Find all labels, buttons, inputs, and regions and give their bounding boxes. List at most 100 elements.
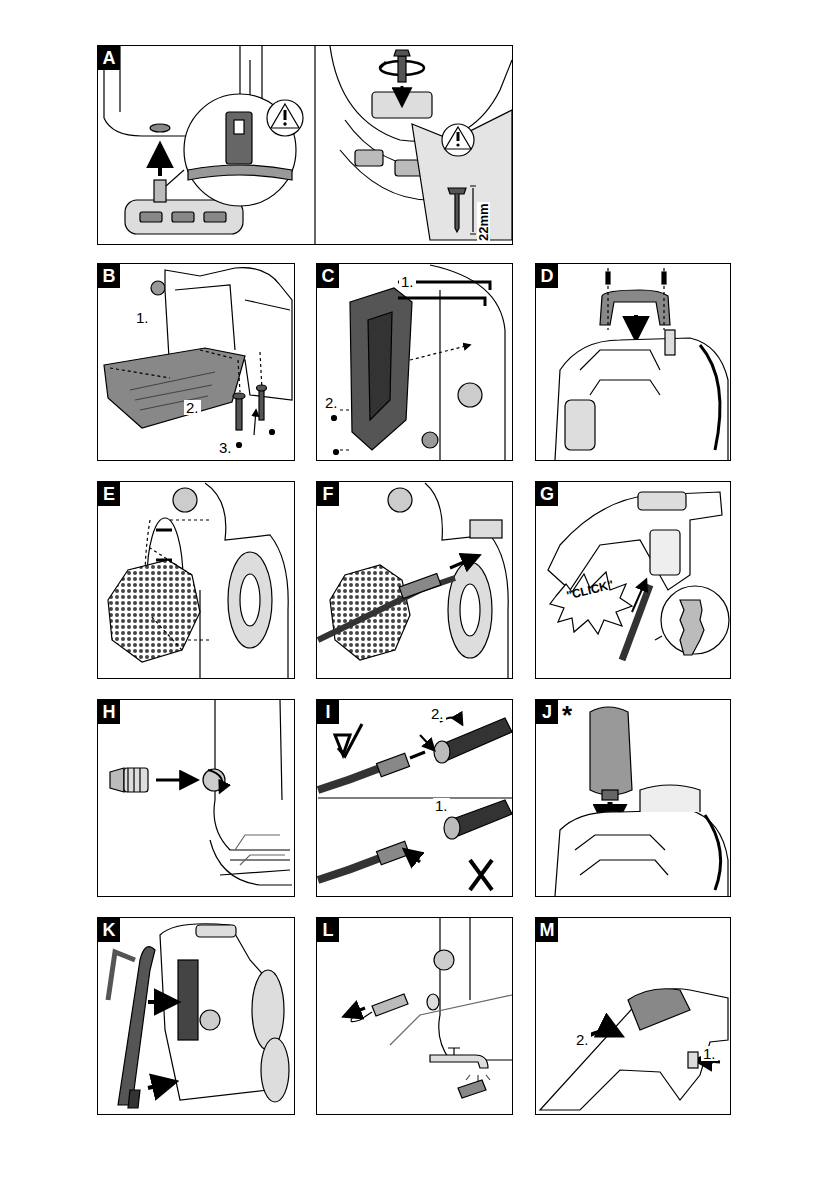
fitting-connection-part	[208, 770, 222, 792]
panel-letter: D	[536, 264, 558, 288]
fitting-connection-part	[210, 840, 292, 885]
foot-mounting	[104, 46, 303, 234]
panel-letter: A	[98, 46, 120, 70]
tray-assembly-part	[237, 443, 242, 448]
storage-part	[108, 952, 135, 1000]
screw-fixing-part	[457, 132, 460, 141]
gun-connection-part	[661, 586, 729, 654]
filter-cleaning	[345, 918, 512, 1098]
tray-assembly-part	[233, 393, 245, 399]
figure-panel: L	[316, 917, 513, 1115]
footnote-mark: *	[562, 702, 572, 728]
figure-panel: H	[97, 699, 295, 897]
filter-cleaning-part	[372, 994, 408, 1016]
fitting-connection-part	[124, 768, 148, 792]
dimension-label: 22mm	[477, 202, 490, 242]
step-number: 1.	[433, 798, 450, 813]
panel-letter: F	[317, 482, 339, 506]
trigger-lock-part	[628, 989, 690, 1030]
tray-assembly-part	[151, 281, 165, 295]
fitting-connection-part	[110, 768, 124, 792]
gun-connection-part	[655, 636, 683, 655]
screw-fixing-part	[448, 188, 466, 194]
gun-connection-part	[632, 580, 646, 612]
detergent-bottle-part	[640, 785, 700, 812]
foot-mounting-part	[158, 146, 162, 176]
filter-cleaning-part	[458, 1080, 486, 1098]
handle-assembly-part	[555, 338, 728, 460]
tray-assembly-part	[130, 372, 215, 410]
fitting-connection-part	[128, 768, 140, 792]
hose-connection-part	[399, 574, 441, 599]
hose-connection-part	[460, 584, 480, 636]
storage-part	[118, 947, 155, 1105]
foot-mounting-part	[172, 212, 194, 222]
gun-connection-part	[550, 572, 632, 634]
tray-assembly-part	[175, 285, 290, 350]
hose-coupling-part	[405, 850, 420, 862]
tray-assembly-part	[270, 430, 275, 435]
handle-assembly-part	[606, 272, 610, 284]
tray-assembly-part	[110, 350, 232, 378]
filter-cleaning-part	[434, 950, 454, 970]
panel-letter: L	[317, 918, 339, 942]
storage-part	[148, 1000, 176, 1004]
detergent-bottle-part	[602, 790, 618, 800]
figure-panel: G "CLICK"	[535, 481, 731, 679]
panel-letter: C	[317, 264, 339, 288]
foot-mounting-part	[267, 100, 303, 136]
filter-mesh	[108, 483, 288, 678]
step-number: 2.	[184, 400, 201, 415]
filter-mesh-part	[228, 552, 272, 648]
figure-panel: F	[316, 481, 513, 679]
screw-fixing-part	[398, 56, 406, 82]
gun-connection	[548, 492, 729, 660]
handle-assembly-part	[662, 272, 666, 284]
hose-coupling-part	[377, 753, 410, 776]
filter-cleaning-part	[439, 918, 512, 1060]
filter-cleaning-part	[448, 1048, 460, 1055]
filter-cleaning-part	[345, 1008, 365, 1016]
fitting-connection-part	[235, 835, 285, 865]
detergent-bottle-part	[555, 810, 728, 896]
fitting-connection-part	[203, 769, 225, 791]
detergent-bottle-part	[705, 815, 721, 890]
foot-mounting-part	[140, 212, 162, 222]
figure-panel: E	[97, 481, 295, 679]
gun-connection-part	[548, 492, 722, 590]
hose-coupling-part	[434, 741, 450, 763]
storage-part	[252, 970, 284, 1050]
gun-connection-part	[638, 492, 686, 510]
step-number: 3.	[217, 440, 234, 455]
panel-letter: E	[98, 482, 120, 506]
trigger-lock	[540, 989, 728, 1110]
handle-assembly	[555, 268, 728, 460]
trigger-lock-part	[540, 989, 728, 1110]
filter-mesh-part	[150, 548, 192, 650]
step-number: 1.	[399, 274, 416, 289]
holder-assembly-part	[430, 265, 505, 460]
screw-fixing-part	[456, 143, 459, 146]
panel-letter: G	[536, 482, 558, 506]
foot-mounting-part	[104, 46, 262, 136]
screw-fixing-part	[380, 62, 386, 68]
foot-mounting-part	[188, 165, 292, 180]
hose-coupling-part	[410, 752, 425, 758]
panel-letter: J	[536, 700, 558, 724]
panel-letter: K	[98, 918, 120, 942]
sound-effect: "CLICK"	[565, 578, 615, 601]
figure-panel: M2.1.	[535, 917, 731, 1115]
hose-coupling-part	[440, 718, 512, 760]
detergent-bottle-part	[590, 707, 632, 795]
storage-part	[200, 1010, 220, 1030]
holder-assembly-part	[350, 288, 412, 450]
figure-panel: C1.2.	[316, 263, 513, 461]
storage	[108, 924, 289, 1108]
step-number: 2.	[429, 706, 446, 721]
holder-assembly-part	[340, 410, 352, 450]
filter-cleaning-part	[427, 994, 439, 1010]
storage-part	[178, 960, 198, 1040]
foot-mounting-part	[150, 124, 170, 132]
fitting-connection-part	[156, 779, 196, 782]
foot-mounting-part	[271, 104, 299, 128]
